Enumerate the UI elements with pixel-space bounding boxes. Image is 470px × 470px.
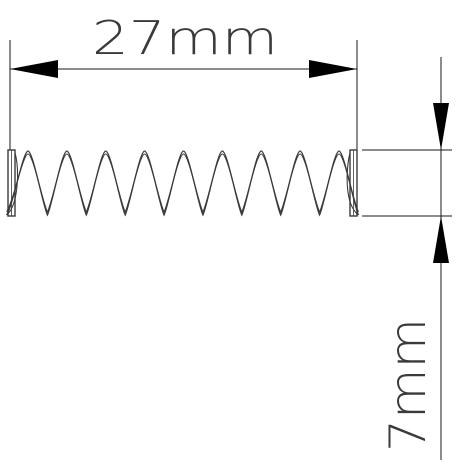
diameter-label: 7mm (379, 318, 437, 452)
length-label: 27mm (92, 11, 278, 65)
diameter-dimension: 7mm (362, 57, 452, 460)
spring-transition-left (6, 152, 19, 216)
length-arrow-right-icon (309, 60, 357, 78)
spring-coil-outer (6, 150, 360, 217)
diameter-arrow-down-icon (433, 103, 449, 150)
spring-coil-inner (6, 153, 359, 214)
diameter-arrow-up-icon (433, 216, 449, 263)
spring-transition-right (346, 152, 359, 216)
compression-spring (6, 149, 360, 217)
length-dimension: 27mm (9, 11, 358, 150)
length-arrow-left-icon (10, 60, 58, 78)
